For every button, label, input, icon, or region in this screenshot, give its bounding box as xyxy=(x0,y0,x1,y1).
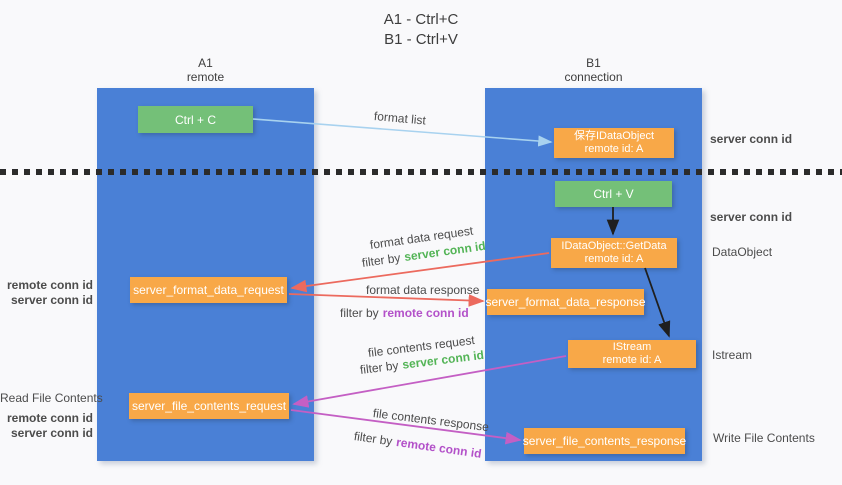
annotation-remote-conn-id-left-bottom: remote conn id xyxy=(6,411,93,425)
node-ctrl-v-label: Ctrl + V xyxy=(593,187,634,201)
node-ctrl-v: Ctrl + V xyxy=(555,181,672,207)
node-format-response-label: server_format_data_response xyxy=(485,295,646,309)
filter-by-text: filter by xyxy=(361,250,402,270)
annotation-write-file-contents: Write File Contents xyxy=(713,431,815,445)
diagram-title: A1 - Ctrl+C B1 - Ctrl+V xyxy=(0,10,842,50)
edge-label-format-list: format list xyxy=(373,109,427,128)
filter-by-text: filter by xyxy=(359,358,400,377)
node-file-response-label: server_file_contents_response xyxy=(522,434,687,448)
node-server-format-data-response: server_format_data_response xyxy=(485,289,646,315)
node-save-idataobject: 保存IDataObject remote id: A xyxy=(554,128,674,158)
node-getdata-line1: IDataObject::GetData xyxy=(561,240,667,252)
annotation-server-conn-id-left-top: server conn id xyxy=(10,293,93,307)
annotation-server-conn-id-right-top: server conn id xyxy=(710,132,793,146)
edge-label-file-contents-response: file contents response xyxy=(372,406,490,435)
node-file-request-label: server_file_contents_request xyxy=(131,399,287,413)
lane-header-a1: A1 remote xyxy=(97,56,314,84)
annotation-dataobject: DataObject xyxy=(712,245,773,259)
node-server-file-contents-request: server_file_contents_request xyxy=(129,393,289,419)
title-line-2: B1 - Ctrl+V xyxy=(384,31,458,48)
phase-divider-dotted-line xyxy=(0,169,842,175)
node-server-format-data-request: server_format_data_request xyxy=(130,277,287,303)
annotation-istream: Istream xyxy=(712,348,753,362)
filter-by-text: filter by xyxy=(340,306,379,320)
title-line-1: A1 - Ctrl+C xyxy=(383,11,459,28)
annotation-server-conn-id-right-mid: server conn id xyxy=(710,210,793,224)
node-istream: IStream remote id: A xyxy=(568,340,696,368)
node-ctrl-c: Ctrl + C xyxy=(138,106,253,133)
remote-conn-id-text: remote conn id xyxy=(382,306,469,320)
annotation-remote-conn-id-left-top: remote conn id xyxy=(6,278,93,292)
node-getdata-line2: remote id: A xyxy=(584,253,644,265)
node-istream-line2: remote id: A xyxy=(602,354,662,366)
node-server-file-contents-response: server_file_contents_response xyxy=(522,428,687,454)
annotation-server-conn-id-left-bottom: server conn id xyxy=(10,426,93,440)
node-save-idataobject-line2: remote id: A xyxy=(584,143,644,155)
filter-by-text: filter by xyxy=(353,429,394,449)
node-istream-line1: IStream xyxy=(612,341,652,353)
node-save-idataobject-line1: 保存IDataObject xyxy=(573,130,655,142)
node-idataobject-getdata: IDataObject::GetData remote id: A xyxy=(551,238,677,268)
remote-conn-id-text: remote conn id xyxy=(395,435,483,461)
lane-a1-name: A1 xyxy=(198,56,213,70)
node-format-request-label: server_format_data_request xyxy=(133,283,284,297)
edge-label-format-data-response: format data response xyxy=(366,283,480,297)
node-ctrl-c-label: Ctrl + C xyxy=(174,112,216,127)
annotation-read-file-contents: Read File Contents xyxy=(0,391,103,405)
lane-b1-name: B1 xyxy=(586,56,601,70)
lane-b1-role: connection xyxy=(564,70,623,84)
lane-header-b1: B1 connection xyxy=(485,56,702,84)
lane-a1-role: remote xyxy=(186,70,225,84)
